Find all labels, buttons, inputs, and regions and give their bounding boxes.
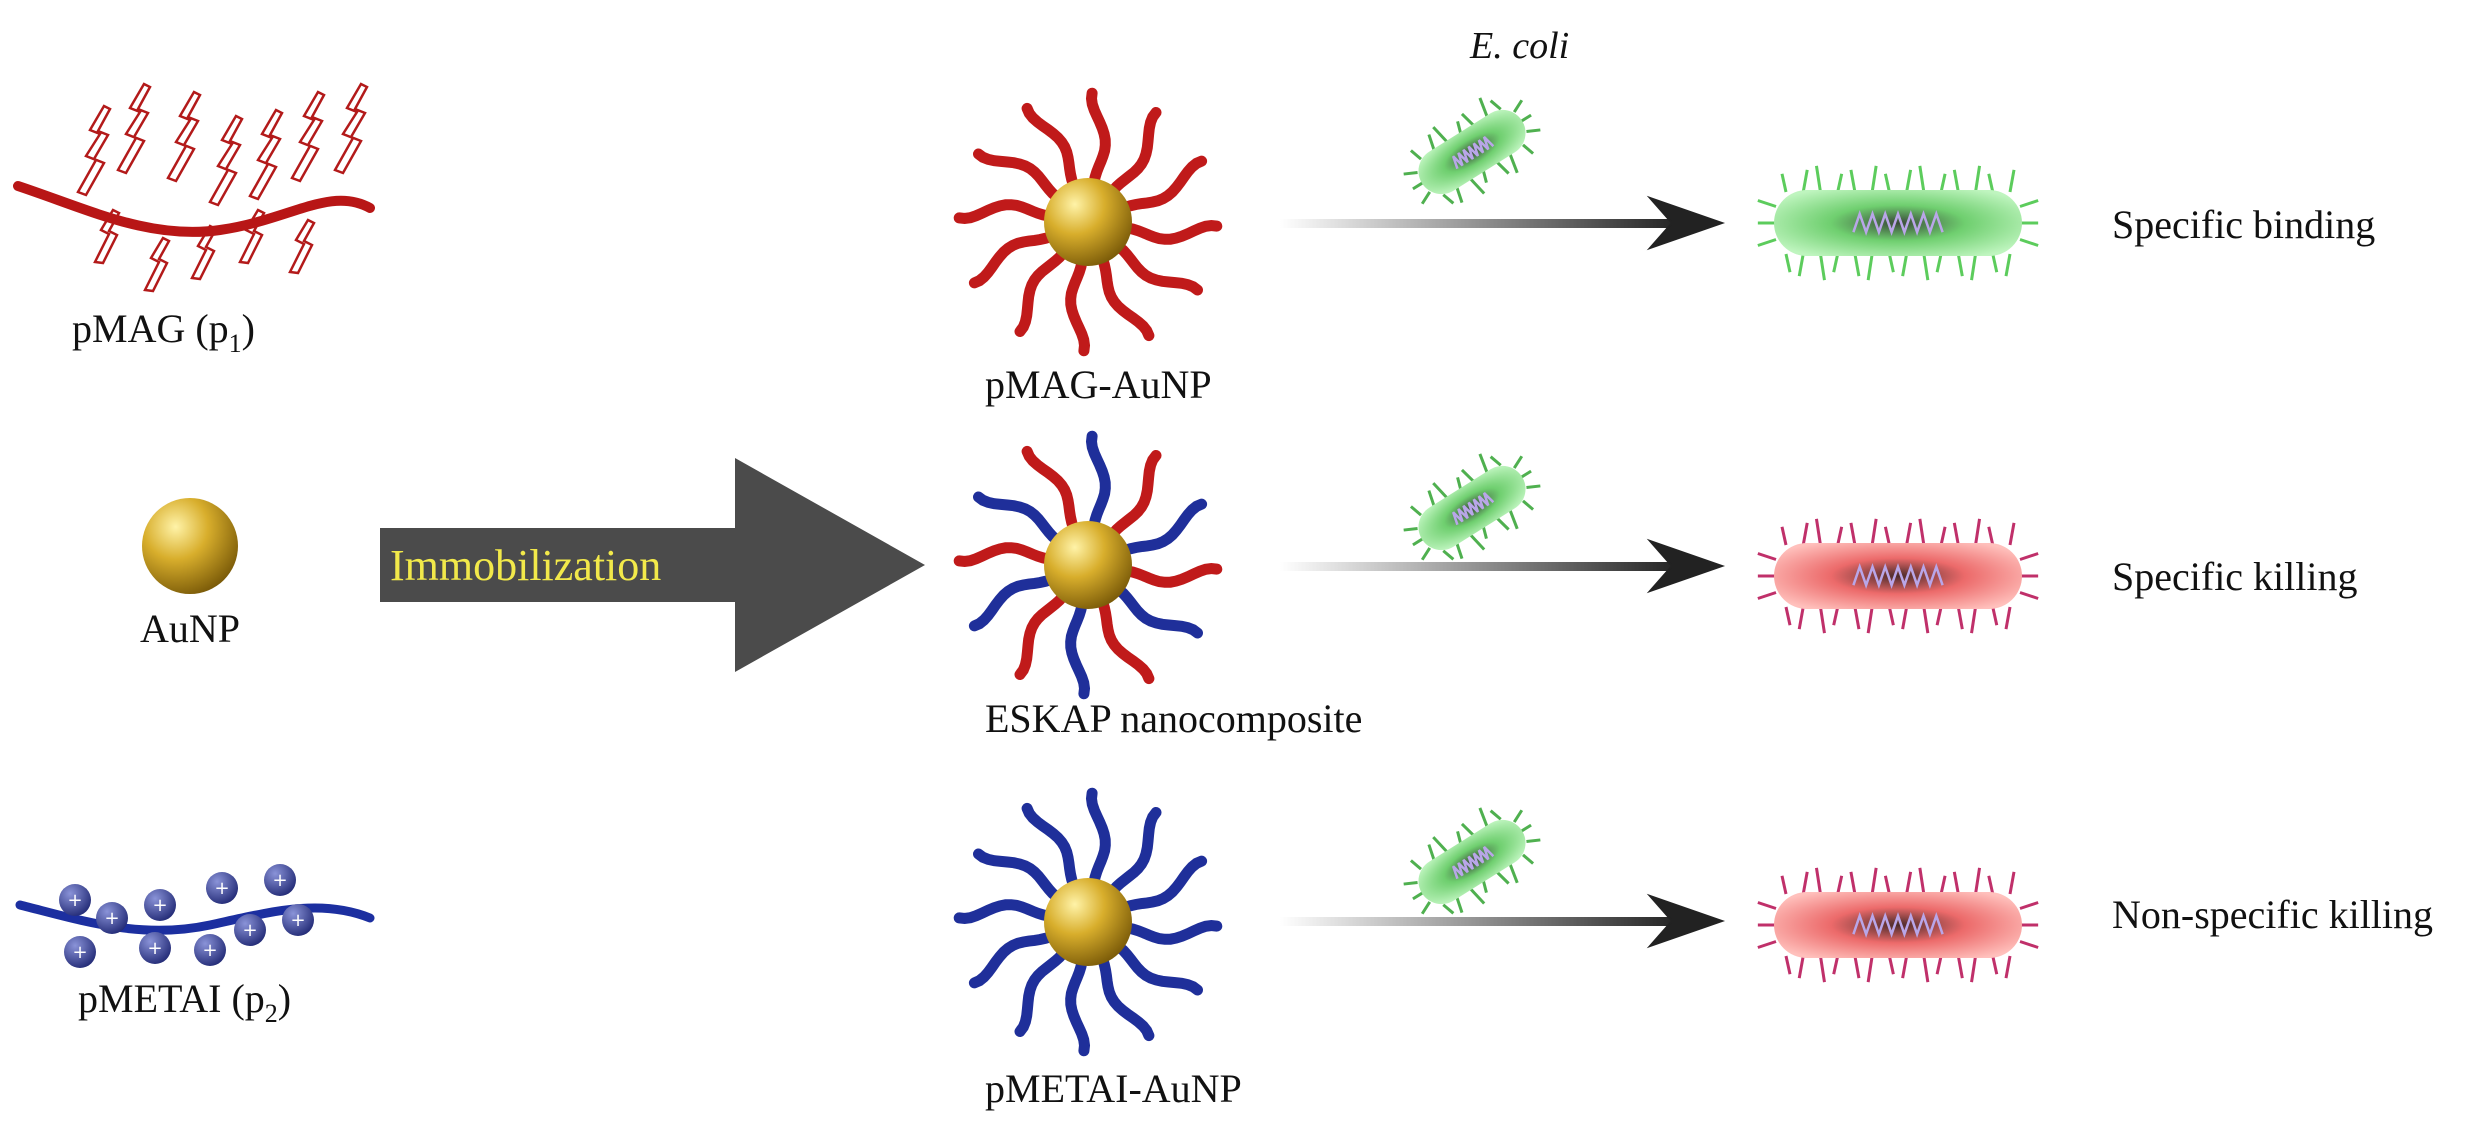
arrow-icon bbox=[1280, 893, 1726, 949]
polymer-arm bbox=[1122, 919, 1223, 945]
aunp-icon bbox=[142, 498, 238, 594]
polymer-arm bbox=[1119, 855, 1208, 913]
plus-charge-icon bbox=[64, 936, 96, 968]
polymer-arm bbox=[1097, 596, 1155, 685]
plus-charge-icon bbox=[234, 914, 266, 946]
polymer-arm bbox=[973, 848, 1063, 903]
polymer-arm bbox=[1085, 787, 1111, 888]
plus-charge-icon bbox=[194, 934, 226, 966]
polymer-arm bbox=[1065, 599, 1091, 700]
polymer-arm bbox=[968, 574, 1057, 632]
polymer-arm bbox=[953, 899, 1054, 925]
polymer-arm bbox=[1097, 953, 1155, 1042]
polymer-arm bbox=[1065, 256, 1091, 357]
non-specific-killing-label: Non-specific killing bbox=[2112, 892, 2433, 937]
polymer-arm bbox=[1085, 87, 1111, 188]
immobilization-arrow-icon bbox=[380, 458, 925, 672]
plus-charge-icon bbox=[144, 889, 176, 921]
svg-text:+: + bbox=[202, 940, 217, 961]
specific-killing-label: Specific killing bbox=[2112, 554, 2358, 599]
pmetai-aunp-label: pMETAI-AuNP bbox=[985, 1066, 1242, 1111]
svg-text:+: + bbox=[67, 890, 82, 911]
pmag-aunp-label: pMAG-AuNP bbox=[985, 362, 1212, 407]
svg-text:+: + bbox=[272, 870, 287, 891]
plus-charge-icon bbox=[59, 884, 91, 916]
arrow-icon bbox=[1280, 538, 1726, 594]
killed-bacterium-icon bbox=[1757, 518, 2039, 634]
polymer-arm bbox=[1097, 253, 1155, 342]
polymer-arm bbox=[973, 491, 1063, 546]
polymer-arm bbox=[968, 931, 1057, 989]
polymer-arm bbox=[973, 148, 1063, 203]
bound-bacterium-icon bbox=[1757, 165, 2039, 281]
specific-binding-label: Specific binding bbox=[2112, 202, 2375, 247]
polymer-arm bbox=[968, 231, 1057, 289]
polymer-arm bbox=[953, 542, 1054, 568]
aunp-label: AuNP bbox=[140, 606, 240, 651]
polymer-arm bbox=[1014, 590, 1069, 680]
plus-charge-icon bbox=[282, 904, 314, 936]
svg-text:+: + bbox=[104, 908, 119, 929]
pmag-aunp-icon bbox=[953, 87, 1223, 357]
plus-charge-icon bbox=[206, 872, 238, 904]
svg-text:+: + bbox=[147, 938, 162, 959]
arrow-icon bbox=[1280, 195, 1726, 251]
polymer-arm bbox=[1014, 247, 1069, 337]
svg-text:+: + bbox=[72, 942, 87, 963]
polymer-arm bbox=[1107, 107, 1162, 197]
plus-charge-icon bbox=[139, 932, 171, 964]
bacterium-icon bbox=[1403, 97, 1541, 205]
svg-text:+: + bbox=[242, 920, 257, 941]
pmetai-label: pMETAI (p2) bbox=[78, 976, 291, 1028]
killed-bacterium-icon bbox=[1757, 867, 2039, 983]
pmag-label: pMAG (p1) bbox=[72, 306, 255, 358]
eskap-label: ESKAP nanocomposite bbox=[985, 696, 1362, 741]
pmetai-aunp-icon bbox=[953, 787, 1223, 1057]
polymer-arm bbox=[1107, 807, 1162, 897]
polymer-arm bbox=[1113, 584, 1203, 639]
svg-text:+: + bbox=[214, 878, 229, 899]
polymer-arm bbox=[1113, 241, 1203, 296]
immobilization-label: Immobilization bbox=[390, 541, 661, 590]
bacterium-icon bbox=[1403, 807, 1541, 915]
gold-nanoparticle-icon bbox=[1044, 521, 1132, 609]
polymer-arm bbox=[1119, 498, 1208, 556]
pmag-polymer-icon bbox=[13, 82, 375, 293]
gold-nanoparticle-icon bbox=[1044, 178, 1132, 266]
gold-nanoparticle-icon bbox=[1044, 878, 1132, 966]
polymer-arm bbox=[1085, 430, 1111, 531]
ecoli-label: E. coli bbox=[1469, 25, 1569, 67]
polymer-arm bbox=[1014, 947, 1069, 1037]
polymer-arm bbox=[1113, 941, 1203, 996]
plus-charge-icon bbox=[96, 902, 128, 934]
polymer-arm bbox=[953, 199, 1054, 225]
svg-text:+: + bbox=[290, 910, 305, 931]
polymer-arm bbox=[1021, 102, 1079, 191]
eskap-nanocomposite-icon bbox=[953, 430, 1223, 700]
svg-text:+: + bbox=[152, 895, 167, 916]
polymer-arm bbox=[1021, 802, 1079, 891]
polymer-arm bbox=[1107, 450, 1162, 540]
pmetai-polymer-icon: +++ +++ +++ + bbox=[15, 864, 375, 968]
polymer-arm bbox=[1119, 155, 1208, 213]
plus-charge-icon bbox=[264, 864, 296, 896]
polymer-arm bbox=[1122, 219, 1223, 245]
polymer-arm bbox=[1122, 562, 1223, 588]
bacterium-icon bbox=[1403, 453, 1541, 561]
polymer-arm bbox=[1065, 956, 1091, 1057]
polymer-arm bbox=[1021, 445, 1079, 534]
